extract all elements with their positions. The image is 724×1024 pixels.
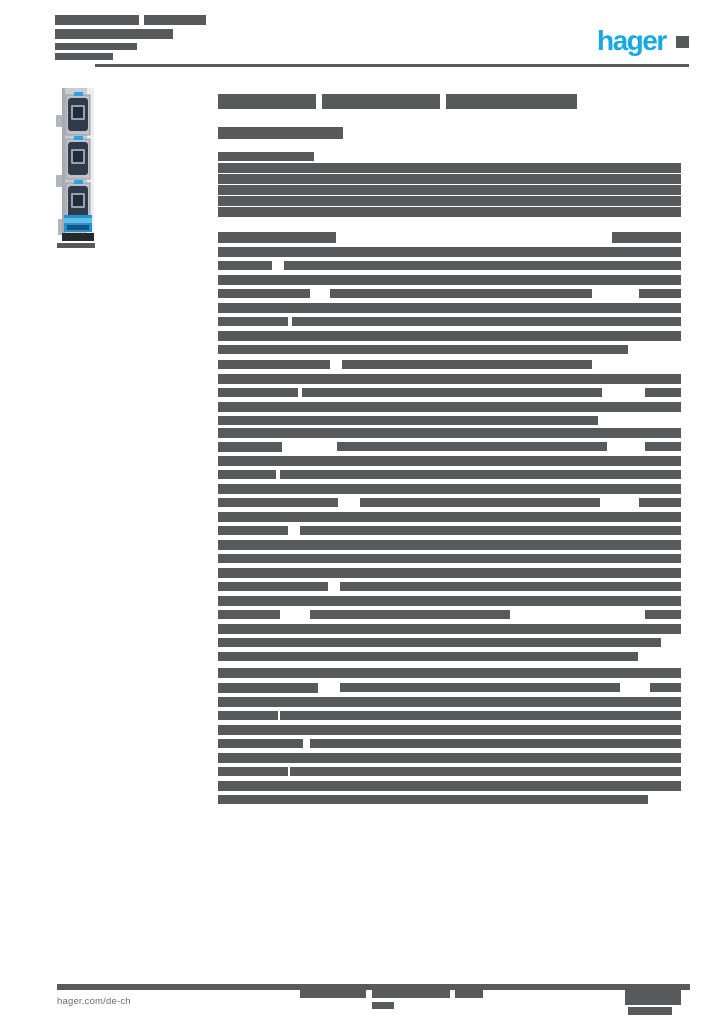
redacted-spec-section-1	[218, 317, 288, 326]
redacted-footer-rule	[57, 984, 690, 990]
redacted-spec-section-1	[218, 232, 336, 243]
redacted-intro-paragraph	[218, 185, 681, 195]
redacted-spec-section-1	[612, 232, 681, 243]
redacted-intro-paragraph	[218, 163, 681, 173]
mounting-tabs	[56, 115, 64, 235]
redacted-spec-section-1	[639, 289, 681, 298]
redacted-spec-section-1	[292, 317, 681, 326]
redacted-page-title	[218, 94, 316, 109]
redacted-spec-section-3	[218, 668, 681, 678]
redacted-spec-section-1	[218, 416, 598, 425]
redacted-spec-section-3	[218, 725, 681, 735]
redacted-spec-section-1	[330, 289, 592, 298]
redacted-spec-section-3	[218, 711, 278, 720]
redacted-intro-paragraph	[218, 152, 314, 161]
redacted-header-text	[55, 15, 139, 25]
redacted-footer-text	[455, 990, 483, 998]
redacted-spec-section-3	[218, 739, 303, 748]
redacted-spec-section-2	[218, 540, 681, 550]
redacted-spec-section-2	[275, 554, 681, 563]
redacted-spec-section-1	[218, 402, 681, 412]
redacted-spec-section-1	[218, 388, 298, 397]
redacted-spec-section-2	[639, 498, 681, 507]
redacted-logo-mark	[676, 36, 689, 48]
redacted-spec-section-2	[218, 512, 681, 522]
redacted-spec-section-2	[218, 498, 338, 507]
redacted-spec-section-3	[290, 767, 681, 776]
redacted-footer-page-block	[628, 1007, 672, 1015]
redacted-spec-section-2	[218, 428, 681, 438]
redacted-intro-paragraph	[218, 174, 681, 184]
redacted-spec-section-2	[645, 442, 681, 451]
redacted-page-title	[446, 94, 577, 109]
redacted-spec-section-2	[218, 484, 681, 494]
fuse-handle-1	[65, 92, 91, 136]
hager-logo: hager	[597, 25, 667, 56]
redacted-spec-section-1	[218, 345, 628, 354]
redacted-header-text	[55, 43, 137, 50]
redacted-spec-section-2	[218, 568, 681, 578]
redacted-spec-section-3	[218, 795, 648, 804]
redacted-spec-section-2	[218, 442, 282, 452]
redacted-spec-section-2	[310, 610, 510, 619]
redacted-spec-section-1	[218, 303, 681, 313]
redacted-spec-section-3	[310, 739, 681, 748]
redacted-spec-section-3	[218, 683, 318, 693]
redacted-footer-text	[372, 1002, 394, 1009]
redacted-spec-section-1	[645, 388, 681, 397]
redacted-spec-section-3	[218, 753, 681, 763]
blue-terminal-unit	[64, 215, 92, 232]
footer-website-link[interactable]: hager.com/de-ch	[52, 991, 170, 1012]
redacted-spec-section-1	[302, 388, 602, 397]
redacted-spec-section-2	[360, 498, 600, 507]
redacted-spec-section-2	[218, 526, 288, 535]
redacted-page-subtitle	[218, 127, 343, 139]
redacted-spec-section-1	[342, 360, 592, 369]
redacted-spec-section-1	[218, 374, 681, 384]
redacted-spec-section-3	[218, 767, 288, 776]
redacted-header-rule	[95, 64, 689, 67]
redacted-spec-section-2	[218, 582, 328, 591]
redacted-spec-section-2	[218, 456, 681, 466]
fuse-handle-2	[65, 136, 91, 180]
redacted-spec-section-2	[645, 610, 681, 619]
redacted-spec-section-1	[218, 247, 681, 257]
redacted-spec-section-2	[218, 610, 280, 619]
redacted-product-caption	[57, 243, 95, 248]
redacted-spec-section-3	[218, 697, 681, 707]
redacted-spec-section-3	[218, 781, 681, 791]
redacted-spec-section-1	[284, 261, 681, 270]
device-base	[62, 233, 94, 241]
redacted-spec-section-2	[275, 638, 661, 647]
redacted-spec-section-2	[218, 596, 681, 606]
redacted-spec-section-3	[340, 683, 620, 692]
redacted-spec-section-2	[340, 582, 681, 591]
redacted-header-text	[144, 15, 206, 25]
redacted-spec-section-2	[218, 624, 681, 634]
redacted-spec-section-2	[218, 554, 282, 563]
redacted-footer-page-block	[625, 990, 681, 1005]
redacted-header-text	[55, 29, 173, 39]
redacted-spec-section-1	[218, 360, 330, 369]
redacted-spec-section-1	[218, 331, 681, 341]
redacted-spec-section-2	[218, 638, 308, 647]
redacted-page-title	[322, 94, 440, 109]
redacted-header-text	[55, 53, 113, 60]
redacted-spec-section-2	[218, 652, 638, 661]
redacted-spec-section-1	[218, 261, 272, 270]
redacted-spec-section-3	[280, 711, 681, 720]
redacted-spec-section-2	[300, 526, 681, 535]
redacted-footer-text	[300, 990, 366, 998]
redacted-spec-section-2	[218, 470, 276, 479]
redacted-intro-paragraph	[218, 196, 681, 206]
redacted-footer-text	[372, 990, 450, 998]
redacted-spec-section-2	[280, 470, 681, 479]
redacted-spec-section-1	[218, 275, 681, 285]
redacted-spec-section-3	[650, 683, 681, 692]
redacted-intro-paragraph	[218, 207, 681, 217]
redacted-spec-section-1	[218, 289, 310, 298]
redacted-spec-section-2	[337, 442, 607, 451]
product-photo-fuse-switch-icon	[56, 88, 94, 241]
